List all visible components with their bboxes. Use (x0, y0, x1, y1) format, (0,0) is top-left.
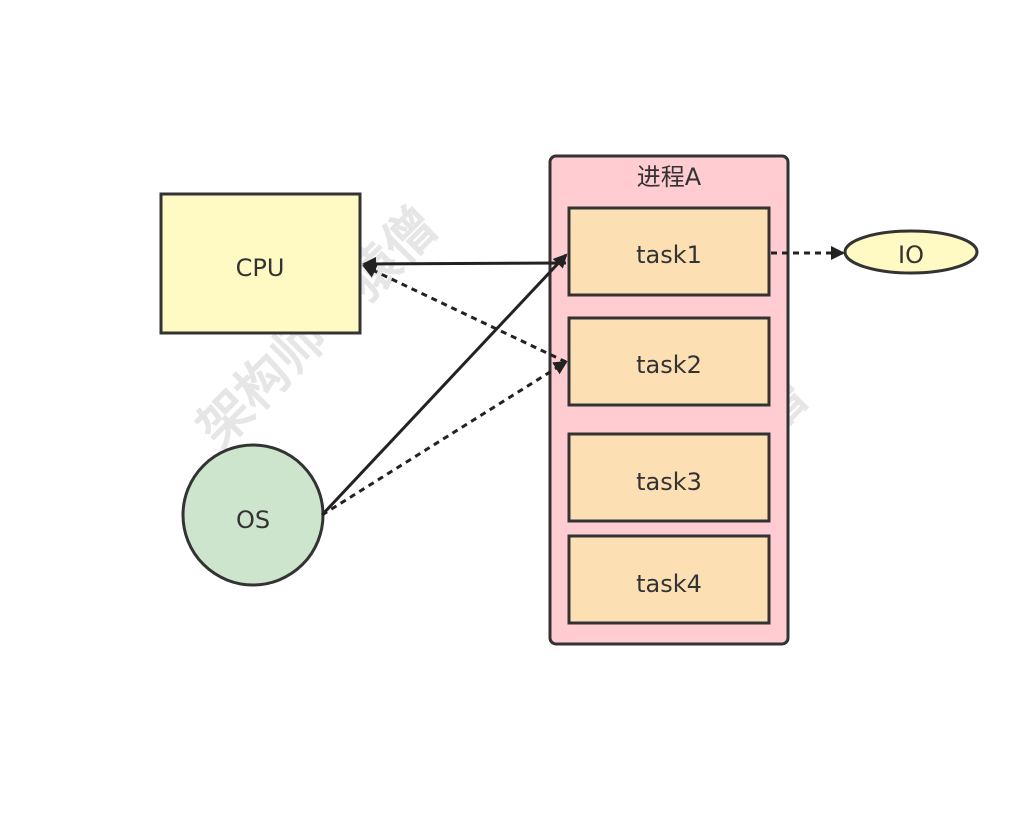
task-label: task4 (636, 570, 702, 598)
task-box (567, 534, 771, 625)
os-label: OS (236, 506, 270, 534)
process-container: 进程A task1 task2 task3 task4 (548, 154, 790, 646)
task-4: task4 (567, 534, 771, 625)
os-node: OS (181, 443, 325, 587)
cpu-box (159, 192, 362, 335)
cpu-label: CPU (236, 254, 285, 282)
edge-task1-to-cpu (362, 256, 567, 271)
cpu-node: CPU (159, 192, 362, 335)
edge-os-to-task2 (321, 360, 568, 517)
task-box (567, 206, 771, 297)
process-title: 进程A (637, 163, 702, 191)
io-node: IO (843, 229, 979, 275)
task-2: task2 (567, 316, 771, 407)
edge-task2-to-cpu (362, 264, 567, 364)
task-1: task1 (567, 206, 771, 297)
edges (320, 246, 845, 517)
io-ellipse (843, 229, 979, 275)
task-label: task1 (636, 241, 702, 269)
io-label: IO (898, 241, 924, 269)
task-box (567, 432, 771, 523)
task-3: task3 (567, 432, 771, 523)
task-label: task2 (636, 351, 702, 379)
edge-os-to-task1 (320, 253, 568, 517)
task-label: task3 (636, 468, 702, 496)
task-box (567, 316, 771, 407)
